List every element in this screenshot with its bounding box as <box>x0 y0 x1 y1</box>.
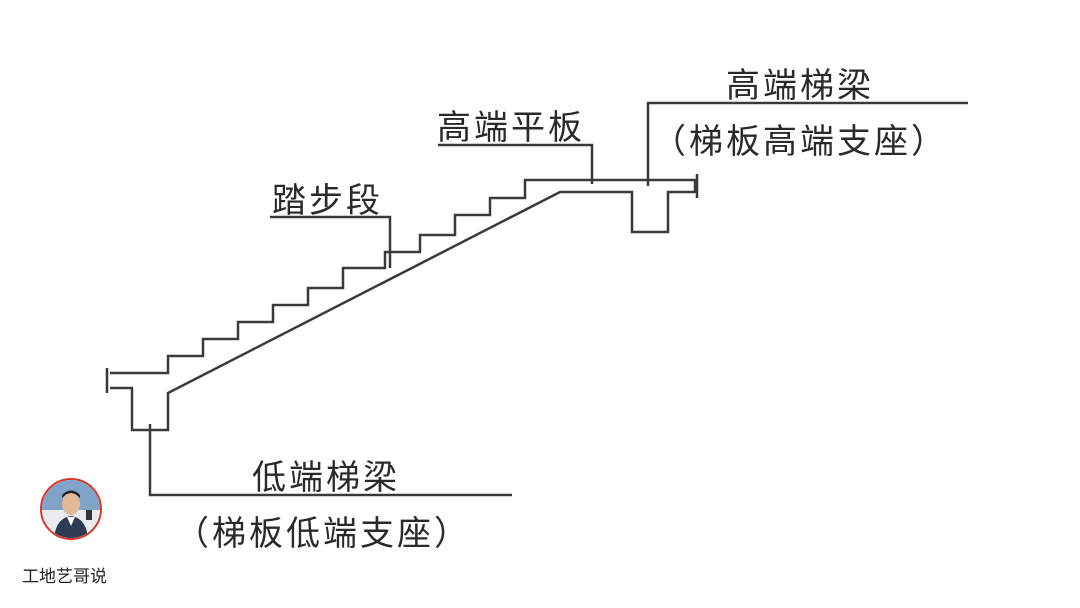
account-name: 工地艺哥说 <box>22 567 107 587</box>
step-section-leader <box>270 215 392 268</box>
high-beam-note: （梯板高端支座） <box>652 122 948 162</box>
person-avatar-icon <box>40 478 102 540</box>
low-beam-title: 低端梯梁 <box>252 458 400 498</box>
high-platform-leader <box>438 143 594 184</box>
high-platform-label: 高端平板 <box>437 108 585 148</box>
high-beam-leader <box>646 101 968 186</box>
low-beam-note: （梯板低端支座） <box>175 514 471 554</box>
low-beam-leader <box>148 424 512 497</box>
step-section-label: 踏步段 <box>272 181 383 221</box>
high-beam-title: 高端梯梁 <box>726 66 874 106</box>
stair-outline <box>110 178 697 432</box>
